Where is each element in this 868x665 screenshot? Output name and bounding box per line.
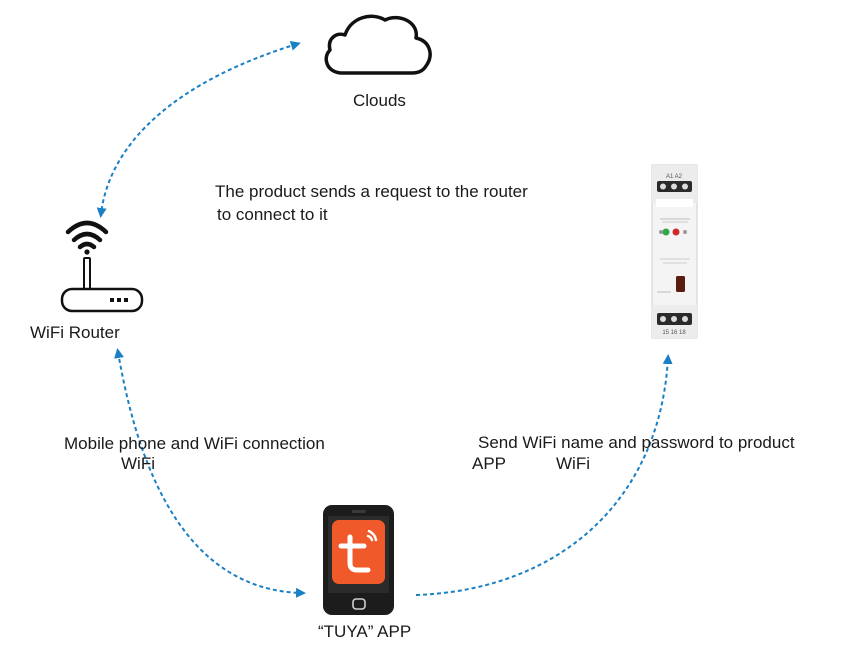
wifi-router-icon <box>60 220 144 313</box>
send-credentials-app-label: APP <box>472 454 507 473</box>
send-credentials-annotation-line1: Send WiFi name and password to product <box>478 433 795 452</box>
smartphone-icon <box>323 505 394 615</box>
phone-wifi-annotation-line1: Mobile phone and WiFi connection <box>64 434 325 453</box>
router-request-annotation-line2: to connect to it <box>217 205 328 224</box>
cloud-label: Clouds <box>353 91 406 110</box>
router-label: WiFi Router <box>30 323 120 342</box>
router-phone-connector <box>114 348 306 598</box>
phone-wifi-annotation-line2: WiFi <box>121 454 155 473</box>
device-top-terminals: A1 A2 <box>666 174 683 180</box>
cloud-icon <box>324 14 432 75</box>
phone-device-connector <box>415 354 673 596</box>
din-rail-relay-device: A1 A2 15 16 18 <box>651 164 698 339</box>
tuya-app-icon <box>332 520 385 584</box>
device-bottom-terminals: 15 16 18 <box>662 330 686 336</box>
cloud-router-connector <box>96 40 301 218</box>
phone-label: “TUYA” APP <box>318 622 412 641</box>
send-credentials-wifi-label: WiFi <box>556 454 590 473</box>
router-request-annotation-line1: The product sends a request to the route… <box>215 182 528 201</box>
